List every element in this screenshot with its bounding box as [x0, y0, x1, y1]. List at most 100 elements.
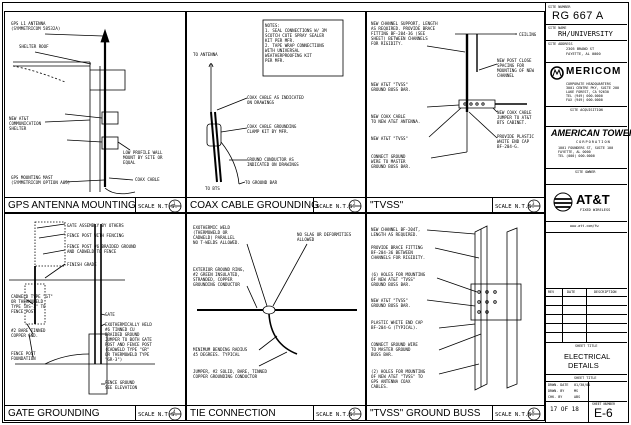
tb-divider — [545, 381, 627, 382]
note-to-fence-post: FENCE POST — [11, 309, 36, 314]
note-grounding-conductor: GROUNDING CONDUCTOR — [193, 282, 240, 287]
note-or-thermoweld: OR THERMOWELD — [11, 299, 44, 304]
panel-coax-cable-grounding: NOTES: 1. SEAL CONNECTIONS W/ 3M SCOTCH … — [186, 11, 366, 213]
note-exothermic: EXOTHERMICALLY HELD — [105, 322, 152, 327]
note-spacing: SPACING FOR — [497, 63, 525, 68]
rev-row — [545, 332, 627, 333]
drwn-by-value: MS — [574, 389, 579, 393]
note-copper-gnd: COPPER GND. — [11, 333, 39, 338]
sheet-title-label: SHEET TITLE — [575, 344, 598, 348]
tvss-ground-buss-drawing — [426, 225, 522, 391]
scale-divider — [492, 197, 493, 213]
note-to-bts: TO BTS — [205, 186, 220, 191]
note-clamp-kit: CLAMP KIT BY MFR. — [247, 129, 289, 134]
scale-divider — [492, 405, 493, 421]
title-divider — [187, 405, 365, 406]
note-bf204g: BF-204-G. — [497, 144, 520, 149]
note-typical: BF-204-G (TYPICAL). — [371, 325, 418, 330]
info-col-divider — [588, 381, 589, 401]
tb-divider — [545, 232, 627, 233]
note-copper-conductor: COPPER GROUNDING CONDUCTOR — [193, 374, 258, 379]
note-to-antenna: TO ANTENNA — [193, 52, 218, 57]
note-channels-rigidity: CHANNELS FOR RIGIDITY. — [371, 255, 426, 260]
note-jumper-gate: JUMPER TO BOTH GATE — [105, 337, 152, 342]
note-mount-by: MOUNT BY SITE OR — [123, 155, 163, 160]
note-cables: CABLES. — [371, 384, 389, 389]
note-notes-header: NOTES: — [265, 23, 280, 28]
note-tvss-bar: NEW AT&T "TVSS" — [371, 82, 408, 87]
detail-symbol-icon — [348, 407, 362, 421]
title-block — [545, 2, 629, 423]
detail-symbol-icon — [348, 199, 362, 213]
note-2d: PER MFR. — [265, 58, 285, 63]
tb-divider — [545, 126, 627, 127]
detail-number: 1 — [173, 201, 176, 206]
scale-divider — [135, 197, 136, 213]
note-plastic-cap: PROVIDE PLASTIC — [497, 134, 534, 139]
note-new-tvss-2: NEW AT&T "TVSS" — [371, 298, 408, 303]
scale-divider — [313, 405, 314, 421]
company2-address-1: 1001 FOUNDERS ST, SUITE 100 — [558, 146, 614, 150]
note-indicated: INDICATED ON DRAWINGS — [247, 162, 299, 167]
scale-label: SCALE N.T.S. — [495, 412, 535, 418]
sheet-number-label: SHEET NUMBER — [592, 402, 616, 406]
site-name-label: SITE NAME — [548, 26, 567, 30]
chk-by-label: CHK. BY — [548, 395, 563, 399]
drwn-date-label: DRWN. DATE — [548, 383, 569, 387]
gps-mounting-drawing — [12, 28, 136, 195]
note-new-post: NEW POST CLOSE — [497, 58, 532, 63]
note-of-new-tvss-to: OF NEW AT&T "TVSS" TO — [371, 374, 423, 379]
att-globe-icon — [553, 192, 573, 212]
site-number-label: SITE NUMBER — [548, 5, 571, 9]
scale-label: SCALE N.T.S. — [138, 204, 178, 210]
detail-symbol-icon — [168, 199, 182, 213]
panel-title: GATE GROUNDING — [8, 408, 100, 419]
rev-row — [545, 305, 627, 306]
tvss-drawing — [426, 33, 527, 159]
note-bare-tinned: #2 BARE TINNED — [11, 328, 46, 333]
note-channel: CHANNEL — [497, 73, 515, 78]
panel-gps-antenna-mounting: GPS L1 ANTENNA (SYMMETRICOM 58532A) SHEL… — [4, 11, 186, 213]
note-fence-post: FENCE POST WITH FENCING — [67, 233, 124, 238]
title-divider — [5, 405, 185, 406]
note-sheet-between: SHEET) BETWEEN CHANNELS — [371, 36, 428, 41]
rev-col-divider — [562, 288, 563, 342]
rev-header-date: DATE — [567, 290, 576, 294]
note-channel-support: NEW CHANNEL SUPPORT, LENGTH — [371, 21, 438, 26]
note-1b: SCOTCH COTE SPRAY SEALER — [265, 33, 325, 38]
panel-title: "TVSS" GROUND BUSS — [370, 408, 481, 419]
note-exothermic-weld: EXOTHERMIC WELD — [193, 225, 230, 230]
note-coax-cable: COAX CABLE — [135, 177, 160, 182]
note-gate: GATE — [105, 312, 115, 317]
tb-divider — [545, 106, 627, 107]
note-six-holes: (6) HOLES FOR MOUNTING — [371, 272, 426, 277]
tb-divider — [545, 401, 627, 402]
note-connect-wire: CONNECT GROUND WIRE — [371, 342, 418, 347]
note-braided: BRAIDED GROUND — [105, 332, 140, 337]
note-1a: 1. SEAL CONNECTIONS W/ 3M — [265, 28, 327, 33]
note-cadweld-parallel: CADWELD) PARALLEL — [193, 235, 235, 240]
title-divider — [367, 197, 544, 198]
rev-col-divider — [586, 288, 587, 342]
drwn-date-value: 01/30/01 — [574, 383, 591, 387]
note-bts-cabinet: BTS CABINET. — [497, 120, 527, 125]
note-45-degrees: 45 DEGREES. TYPICAL — [193, 352, 240, 357]
note-wire-master: WIRE TO MASTER — [371, 159, 406, 164]
note-2c: WEATHERPROOFING KIT — [265, 53, 312, 58]
note-thermoweld-type: OR THERMOWELD TYPE — [105, 352, 150, 357]
detail-number: 5 — [353, 409, 356, 414]
company1-name: MERICOM — [566, 66, 622, 77]
note-no-slag: NO SLAG OR DEFORMITIES — [297, 232, 352, 237]
note-gr3: "GR-3") — [105, 357, 123, 362]
note-finish-grade: FINISH GRADE — [67, 262, 97, 267]
note-cadweld-fence: AND CADWELD TO FENCE — [67, 249, 117, 254]
note-on-drawings: ON DRAWINGS — [247, 100, 275, 105]
note-new-tvss: NEW AT&T "TVSS" — [371, 136, 408, 141]
tb-divider — [545, 62, 627, 63]
company2-address-2: FAYETTE, AL 0000 — [558, 150, 591, 154]
note-two-holes: (2) HOLES FOR MOUNTING — [371, 369, 426, 374]
note-gps-antenna: GPS L1 ANTENNA — [11, 21, 46, 26]
panel-tvss-ground-buss: NEW CHANNEL BF-204T, LENGTH AS REQUIRED.… — [366, 213, 545, 421]
company2-sub: CORPORATION — [576, 140, 611, 144]
